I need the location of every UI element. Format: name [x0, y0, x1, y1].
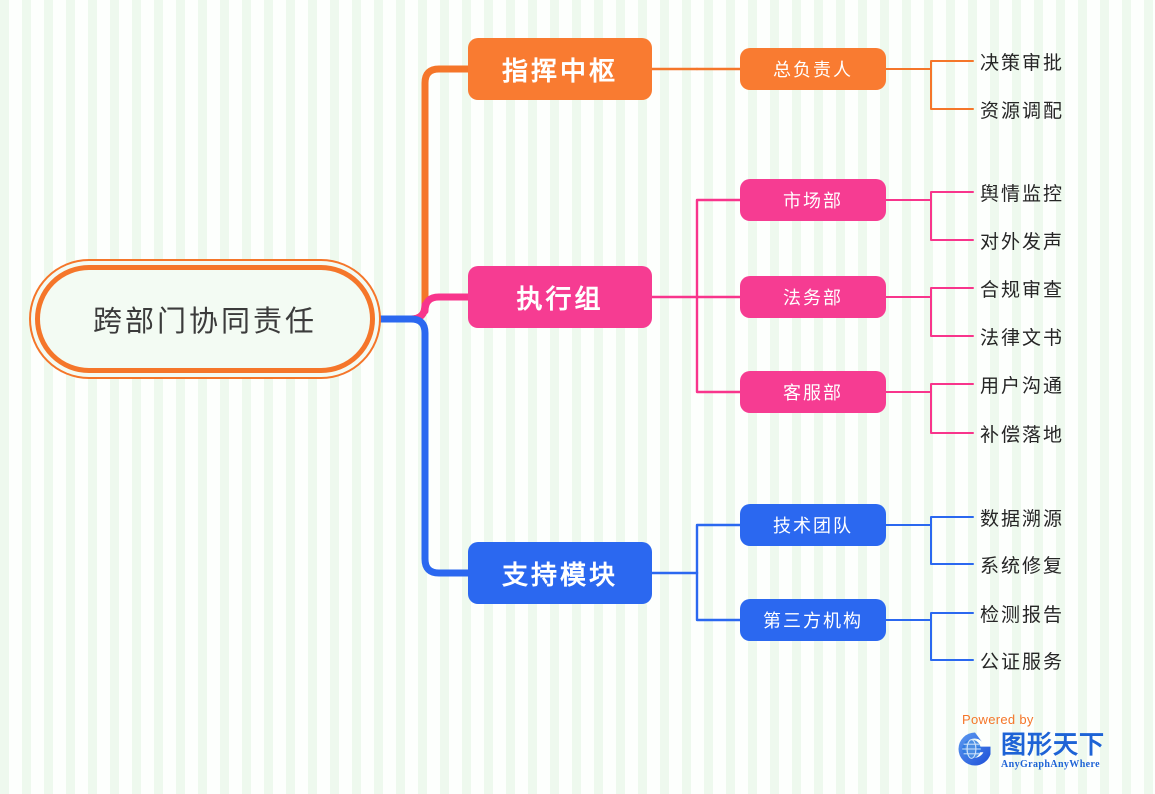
- leaf-node-补偿落地[interactable]: 补偿落地: [980, 424, 1065, 446]
- watermark: Powered by: [956, 712, 1146, 773]
- leaf-node-决策审批[interactable]: 决策审批: [980, 52, 1065, 74]
- branch-node-execution-label: 执行组: [516, 283, 604, 314]
- leaf-node-用户沟通[interactable]: 用户沟通: [980, 375, 1065, 397]
- subnode-客服部[interactable]: 客服部: [740, 371, 886, 413]
- subnode-市场部[interactable]: 市场部: [740, 179, 886, 221]
- watermark-brand-row: 图形天下 AnyGraphAnyWhere: [956, 730, 1105, 773]
- branch-node-command-label: 指挥中枢: [501, 55, 618, 86]
- branch-node-support[interactable]: 支持模块: [468, 542, 652, 604]
- subnode-市场部-label: 市场部: [783, 191, 843, 211]
- subnode-客服部-label: 客服部: [783, 383, 843, 403]
- root-node[interactable]: 跨部门协同责任: [35, 265, 375, 373]
- subnode-第三方机构[interactable]: 第三方机构: [740, 599, 886, 641]
- globe-g-icon: [956, 730, 994, 773]
- watermark-powered-by-label: Powered by: [962, 712, 1034, 727]
- leaf-node-合规审查[interactable]: 合规审查: [980, 279, 1065, 301]
- subnode-技术团队[interactable]: 技术团队: [740, 504, 886, 546]
- leaf-node-数据溯源[interactable]: 数据溯源: [980, 508, 1065, 530]
- leaf-node-公证服务[interactable]: 公证服务: [980, 651, 1065, 673]
- branch-node-support-label: 支持模块: [501, 559, 618, 590]
- watermark-brand-en: AnyGraphAnyWhere: [1001, 759, 1101, 770]
- leaf-node-舆情监控[interactable]: 舆情监控: [980, 183, 1065, 205]
- leaf-node-对外发声[interactable]: 对外发声: [980, 231, 1065, 253]
- branch-node-execution[interactable]: 执行组: [468, 266, 652, 328]
- branch-node-command[interactable]: 指挥中枢: [468, 38, 652, 100]
- subnode-法务部-label: 法务部: [783, 288, 843, 308]
- subnode-技术团队-label: 技术团队: [773, 516, 853, 536]
- subnode-法务部[interactable]: 法务部: [740, 276, 886, 318]
- leaf-node-检测报告[interactable]: 检测报告: [980, 604, 1065, 626]
- leaf-node-法律文书[interactable]: 法律文书: [980, 327, 1065, 349]
- leaf-node-资源调配[interactable]: 资源调配: [980, 100, 1065, 122]
- subnode-总负责人-label: 总负责人: [773, 60, 853, 80]
- subnode-第三方机构-label: 第三方机构: [763, 611, 863, 631]
- leaf-node-系统修复[interactable]: 系统修复: [980, 555, 1065, 577]
- root-node-label: 跨部门协同责任: [92, 306, 317, 338]
- watermark-brand-text: 图形天下 AnyGraphAnyWhere: [1001, 733, 1105, 770]
- watermark-brand-cn: 图形天下: [1001, 731, 1106, 759]
- subnode-总负责人[interactable]: 总负责人: [740, 48, 886, 90]
